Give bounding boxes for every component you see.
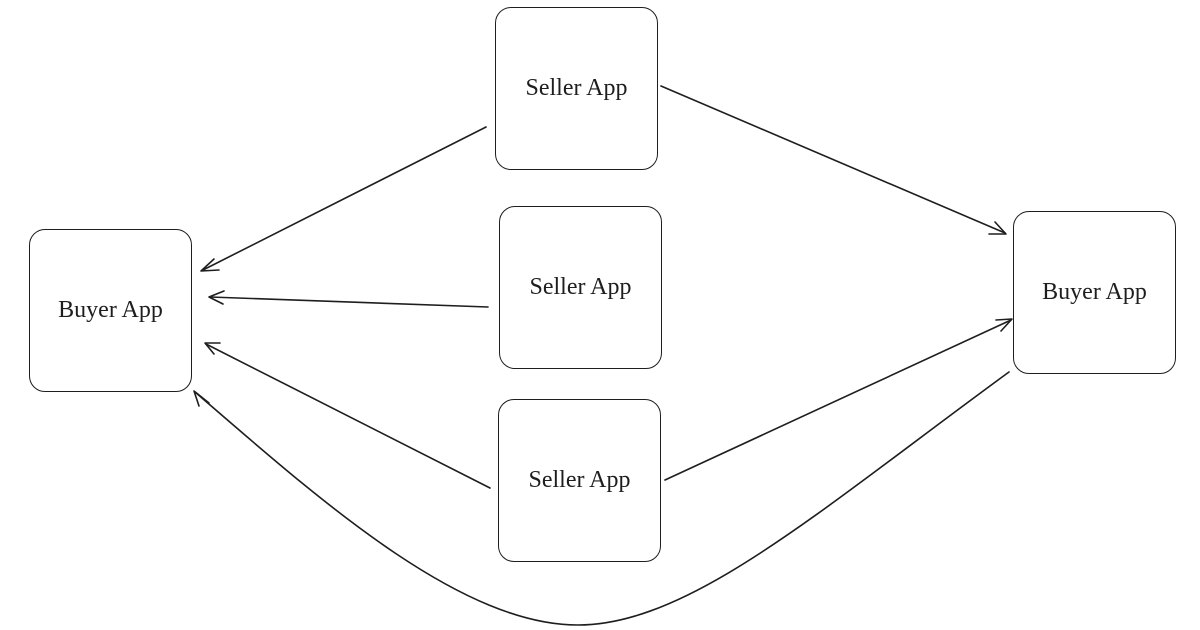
- arrowhead-icon: [995, 318, 1013, 332]
- edge-line: [202, 126, 487, 271]
- node-label: Buyer App: [58, 297, 163, 323]
- edge-buyer-right-to-buyer-left: [193, 371, 1010, 626]
- arrowhead-icon: [204, 342, 221, 355]
- arrowhead-icon: [200, 258, 220, 272]
- node-label: Seller App: [528, 467, 631, 493]
- edge-line: [209, 296, 489, 308]
- seller-app-node-top: Seller App: [495, 7, 658, 170]
- edge-seller-bot-to-buyer-right: [664, 318, 1013, 481]
- buyer-app-node-right: Buyer App: [1013, 211, 1176, 374]
- arrowhead-icon: [988, 221, 1007, 235]
- edge-seller-bot-to-buyer-left: [204, 342, 491, 489]
- seller-app-node-bottom: Seller App: [498, 399, 661, 562]
- arrowhead-icon: [208, 290, 225, 305]
- node-label: Buyer App: [1042, 279, 1147, 305]
- edge-line: [205, 343, 491, 489]
- edge-seller-mid-to-buyer-left: [208, 290, 489, 308]
- arrowhead-icon: [193, 390, 210, 407]
- edge-curve: [194, 371, 1010, 626]
- edge-line: [664, 319, 1012, 481]
- node-label: Seller App: [525, 75, 628, 101]
- node-label: Seller App: [529, 274, 632, 300]
- buyer-app-node-left: Buyer App: [29, 229, 192, 392]
- edge-seller-top-to-buyer-right: [660, 85, 1007, 235]
- edge-line: [660, 85, 1006, 234]
- edge-seller-top-to-buyer-left: [200, 126, 487, 272]
- seller-app-node-middle: Seller App: [499, 206, 662, 369]
